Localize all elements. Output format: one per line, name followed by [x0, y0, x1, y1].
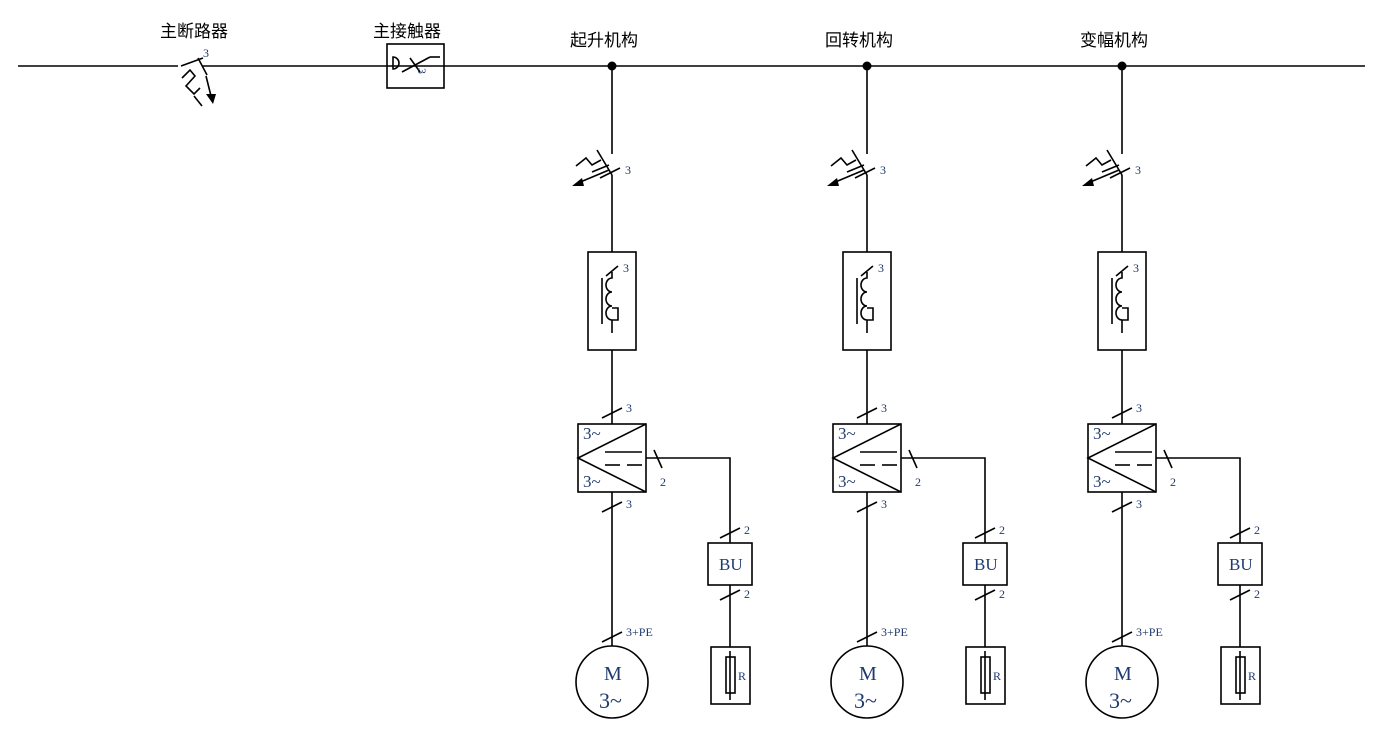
branch-wrapper: 变幅机构 3 3 3 3~ 3~ 2 3 3+PE M 3~ 2 BU 2 R: [1080, 31, 1263, 719]
frequency-converter: 3~ 3~: [576, 423, 647, 493]
motor: M 3~: [830, 645, 904, 719]
bu-input-wires: 2: [1254, 523, 1260, 537]
braking-resistor: R: [1220, 646, 1261, 705]
motor-label: M: [859, 663, 877, 685]
motor-label: M: [604, 663, 622, 685]
arrow-icon: [572, 178, 584, 186]
branch-wrapper: 起升机构 3 3 3 3~ 3~ 2 3 3+PE M 3~ 2 BU 2 R: [570, 31, 753, 719]
branch-title: 起升机构: [570, 31, 638, 51]
dc-wires: 2: [1170, 475, 1176, 489]
branch-0: 起升机构 3 3 3 3~ 3~ 2 3 3+PE M 3~ 2 BU 2 R: [570, 31, 753, 719]
bu-output-wires: 2: [999, 587, 1005, 601]
thermal-relay: 3: [587, 251, 637, 351]
branch-1: 回转机构 3 3 3 3~ 3~ 2 3 3+PE M 3~ 2 BU 2 R: [825, 31, 1008, 719]
thermal-relay: 3: [842, 251, 892, 351]
motor-phase: 3~: [1109, 688, 1132, 713]
branch-2: 变幅机构 3 3 3 3~ 3~ 2 3 3+PE M 3~ 2 BU 2 R: [1080, 31, 1263, 719]
arrow-icon: [1082, 178, 1094, 186]
bu-input-wires: 2: [999, 523, 1005, 537]
converter-output-label: 3~: [1093, 472, 1111, 491]
main-contactor: 主接触器 3: [373, 22, 445, 89]
frequency-converter: 3~ 3~: [831, 423, 902, 493]
arrow-icon: [827, 178, 839, 186]
braking-unit-label: BU: [1229, 555, 1253, 574]
motor-wires: 3+PE: [881, 625, 908, 639]
converter-input-label: 3~: [583, 424, 601, 443]
arrow-icon: [206, 94, 216, 104]
frequency-converter: 3~ 3~: [1086, 423, 1157, 493]
relay-poles: 3: [878, 261, 884, 275]
motor: M 3~: [575, 645, 649, 719]
relay-poles: 3: [1133, 261, 1139, 275]
branch-title: 变幅机构: [1080, 31, 1148, 51]
main-contactor-label: 主接触器: [373, 22, 441, 42]
braking-unit: BU: [962, 542, 1008, 586]
resistor-label: R: [738, 669, 746, 683]
input-wires: 3: [1136, 401, 1142, 415]
resistor-label: R: [1248, 669, 1256, 683]
branch-circuit-breaker: 3: [827, 66, 886, 252]
converter-input-label: 3~: [1093, 424, 1111, 443]
motor-phase: 3~: [599, 688, 622, 713]
dc-wires: 2: [660, 475, 666, 489]
motor-wires: 3+PE: [1136, 625, 1163, 639]
breaker-poles: 3: [1135, 163, 1141, 177]
motor: M 3~: [1085, 645, 1159, 719]
dc-wires: 2: [915, 475, 921, 489]
braking-resistor: R: [710, 646, 751, 705]
main-contactor-poles: 3: [415, 68, 429, 74]
branch-circuit-breaker: 3: [1082, 66, 1141, 252]
bu-output-wires: 2: [744, 587, 750, 601]
breaker-poles: 3: [625, 163, 631, 177]
branch-title: 回转机构: [825, 31, 893, 51]
main-circuit-breaker: 主断路器 3: [160, 22, 228, 107]
input-wires: 3: [881, 401, 887, 415]
motor-wires: 3+PE: [626, 625, 653, 639]
braking-resistor: R: [965, 646, 1006, 705]
output-wires: 3: [1136, 497, 1142, 511]
input-wires: 3: [626, 401, 632, 415]
converter-output-label: 3~: [838, 472, 856, 491]
output-wires: 3: [881, 497, 887, 511]
motor-label: M: [1114, 663, 1132, 685]
braking-unit-label: BU: [974, 555, 998, 574]
breaker-poles: 3: [880, 163, 886, 177]
bu-output-wires: 2: [1254, 587, 1260, 601]
motor-phase: 3~: [854, 688, 877, 713]
branch-wrapper: 回转机构 3 3 3 3~ 3~ 2 3 3+PE M 3~ 2 BU 2 R: [825, 31, 1008, 719]
thermal-relay: 3: [1097, 251, 1147, 351]
resistor-label: R: [993, 669, 1001, 683]
braking-unit: BU: [707, 542, 753, 586]
relay-poles: 3: [623, 261, 629, 275]
main-breaker-poles: 3: [203, 46, 209, 60]
converter-input-label: 3~: [838, 424, 856, 443]
bu-input-wires: 2: [744, 523, 750, 537]
output-wires: 3: [626, 497, 632, 511]
braking-unit-label: BU: [719, 555, 743, 574]
main-breaker-label: 主断路器: [160, 22, 228, 42]
braking-unit: BU: [1217, 542, 1263, 586]
branch-circuit-breaker: 3: [572, 66, 631, 252]
converter-output-label: 3~: [583, 472, 601, 491]
